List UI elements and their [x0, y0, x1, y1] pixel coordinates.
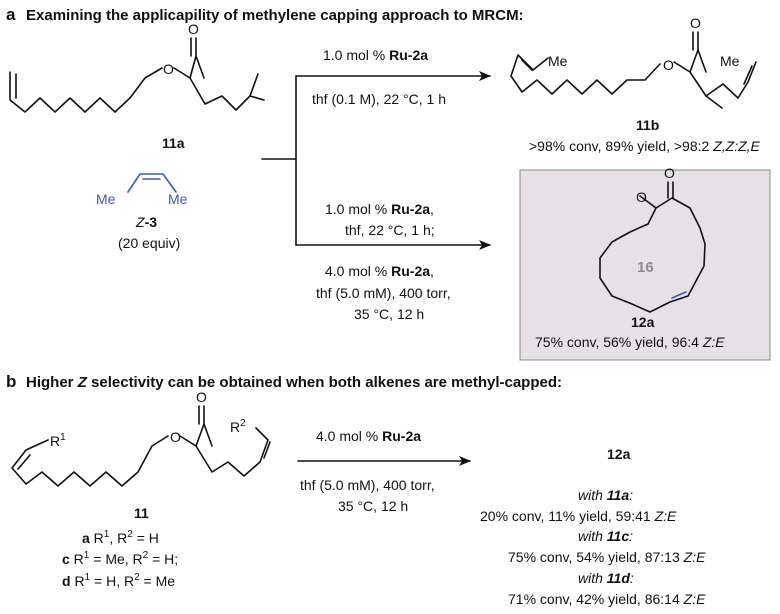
- result-with-11c: with 11c:: [578, 528, 633, 544]
- top-condition-loading: 1.0 mol % Ru-2a: [323, 47, 428, 63]
- product-12a-ring-size: 16: [637, 259, 654, 276]
- part-b-condition-loading: 4.0 mol % Ru-2a: [316, 428, 421, 444]
- variant-d: d R1 = H, R2 = Me: [62, 572, 175, 589]
- bottom-condition-line5: 35 °C, 12 h: [354, 306, 424, 322]
- substrate-11a-structure: [9, 37, 265, 113]
- reagent-label: Z-3: [135, 214, 157, 230]
- product-12a-result: 75% conv, 56% yield, 96:4 Z:E: [535, 334, 725, 350]
- variant-a: a R1, R2 = H: [82, 529, 159, 546]
- substrate-11-r1: R1: [50, 432, 66, 449]
- bottom-condition-line1: 1.0 mol % Ru-2a,: [325, 201, 434, 217]
- product-11b-me-left: Me: [548, 53, 568, 69]
- product-12a-oxygen-carbonyl: O: [664, 165, 675, 181]
- reagent-z3-structure: [127, 173, 177, 193]
- branch-arrows: [261, 71, 491, 250]
- reagent-amount: (20 equiv): [118, 235, 180, 251]
- part-a-heading: Examining the applicapility of methylene…: [26, 7, 524, 24]
- substrate-11-oxygen-ester: O: [170, 429, 181, 445]
- product-12a-oxygen-ester: O: [636, 189, 647, 205]
- result-11c: 75% conv, 54% yield, 87:13 Z:E: [508, 549, 706, 565]
- bottom-condition-line2: thf, 22 °C, 1 h;: [345, 222, 435, 238]
- part-b-condition-line2: thf (5.0 mM), 400 torr,: [300, 477, 435, 493]
- product-11b-label: 11b: [636, 117, 659, 133]
- bottom-condition-line3: 4.0 mol % Ru-2a,: [325, 263, 434, 279]
- product-11b-me-right: Me: [720, 53, 740, 69]
- substrate-11-oxygen-carbonyl: O: [196, 389, 207, 405]
- product-11b-structure: [510, 31, 757, 109]
- top-condition-solvent: thf (0.1 M), 22 °C, 1 h: [312, 91, 446, 107]
- substrate-11a-oxygen-ester: O: [163, 61, 174, 77]
- part-b-heading: Higher Z selectivity can be obtained whe…: [26, 374, 562, 391]
- product-11b-oxygen-carbonyl: O: [690, 15, 701, 31]
- product-12a-label: 12a: [631, 314, 655, 330]
- product-12a-ring-structure: [599, 181, 706, 313]
- substrate-11-label: 11: [134, 505, 149, 521]
- variant-c: c R1 = Me, R2 = H;: [62, 550, 178, 567]
- product-12a-z-alkene-bond: [671, 291, 687, 299]
- part-b-label: b: [6, 372, 16, 391]
- part-a-label: a: [6, 5, 16, 24]
- result-with-11a: with 11a:: [578, 487, 633, 503]
- product-11b-result: >98% conv, 89% yield, >98:2 Z,Z:Z,E: [529, 138, 761, 154]
- substrate-11a-label: 11a: [162, 135, 185, 151]
- product-12a-highlight-box: [519, 169, 771, 361]
- substrate-11-r2: R2: [230, 418, 246, 435]
- reagent-me-left: Me: [96, 191, 116, 207]
- reagent-me-right: Me: [168, 191, 188, 207]
- substrate-11a-oxygen-carbonyl: O: [188, 21, 199, 37]
- part-b-product-label: 12a: [607, 446, 631, 462]
- product-11b-oxygen-ester: O: [663, 57, 674, 73]
- result-11a: 20% conv, 11% yield, 59:41 Z:E: [480, 508, 677, 524]
- result-with-11d: with 11d:: [578, 570, 634, 586]
- bottom-condition-line4: thf (5.0 mM), 400 torr,: [316, 285, 451, 301]
- result-11d: 71% conv, 42% yield, 86:14 Z:E: [508, 591, 706, 607]
- part-b-condition-line3: 35 °C, 12 h: [338, 498, 408, 514]
- substrate-11-structure: [11, 405, 271, 487]
